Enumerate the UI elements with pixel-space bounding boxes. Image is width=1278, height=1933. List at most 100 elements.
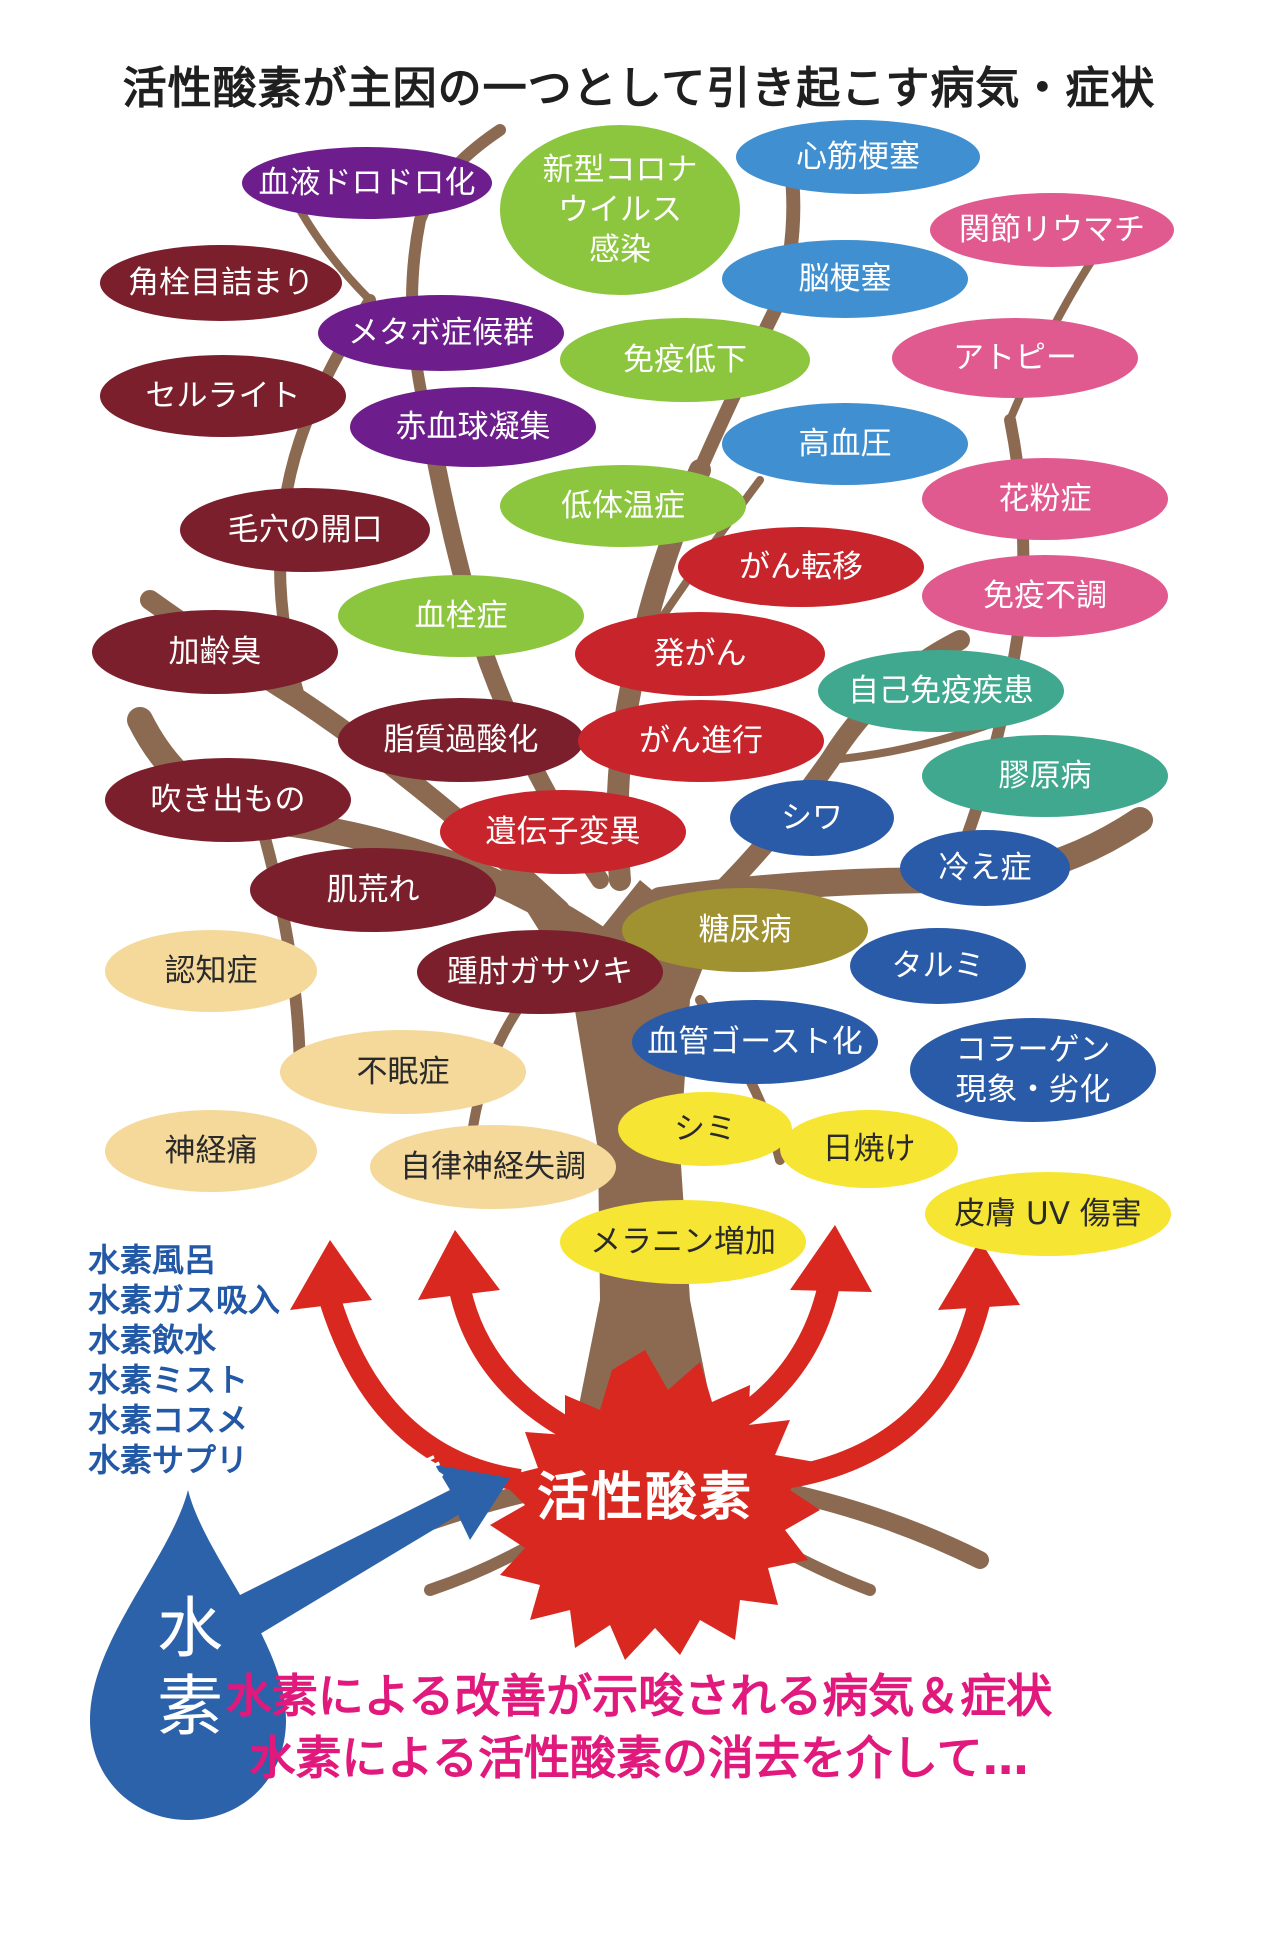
method-item: 水素飲水 [88,1321,217,1359]
disease-bubble: 自己免疫疾患 [818,650,1064,732]
disease-bubble-label: 脳梗塞 [798,260,892,297]
disease-bubble-label: 発がん [653,635,747,672]
disease-bubble-label: 赤血球凝集 [395,408,551,445]
disease-bubble-label: 血管ゴースト化 [647,1023,863,1060]
disease-bubble-label: 不眠症 [356,1053,450,1090]
disease-bubble: 神経痛 [105,1110,317,1192]
disease-bubble-label: コラーゲン 現象・劣化 [955,1031,1111,1108]
method-item: 水素ガス吸入 [88,1281,281,1319]
disease-bubble: アトピー [892,318,1138,398]
disease-bubble: 心筋梗塞 [736,120,980,194]
disease-bubble: メタボ症候群 [318,295,564,371]
disease-bubble-label: 糖尿病 [698,911,792,948]
disease-bubble-label: 肌荒れ [326,871,420,908]
disease-bubble-label: 神経痛 [164,1132,258,1169]
disease-bubble: 脂質過酸化 [338,698,584,782]
disease-bubble-label: 角栓目詰まり [128,264,314,301]
disease-bubble-label: タルミ [891,947,985,984]
elimination-arrow [230,1465,510,1640]
disease-bubble: 低体温症 [500,465,746,547]
disease-bubble: 赤血球凝集 [350,387,596,467]
disease-bubble: 脳梗塞 [722,240,968,318]
hydrogen-drop [90,1490,286,1820]
disease-bubble: 吹き出もの [105,758,351,842]
arrow-2 [418,1230,576,1440]
disease-bubble-label: 毛穴の開口 [227,511,383,548]
disease-bubble-label: 血液ドロドロ化 [258,164,476,201]
disease-bubble-label: 脂質過酸化 [383,721,539,758]
disease-bubble-label: 新型コロナ ウイルス 感染 [542,151,698,269]
disease-bubble-label: 踵肘ガサツキ [447,953,633,990]
method-item: 水素風呂 [88,1241,217,1279]
disease-bubble-label: 花粉症 [998,480,1092,517]
disease-bubble-label: 遺伝子変異 [485,813,641,850]
disease-bubble: 花粉症 [922,458,1168,540]
disease-bubble: 発がん [575,612,825,696]
disease-bubble: 皮膚 UV 傷害 [925,1172,1171,1256]
disease-bubble: 高血圧 [722,403,968,485]
disease-bubble: 新型コロナ ウイルス 感染 [500,125,740,295]
disease-bubble: 自律神経失調 [370,1125,616,1209]
arrow-1 [290,1240,522,1491]
disease-bubble: 血液ドロドロ化 [242,147,492,219]
disease-bubble: シワ [730,780,894,856]
disease-bubble-label: 冷え症 [938,849,1032,886]
hydrogen-methods-list: 水素風呂 水素ガス吸入 水素飲水 水素ミスト 水素コスメ 水素サプリ [88,1240,280,1480]
disease-bubble-label: 免疫不調 [983,577,1107,614]
hydrogen-drop-label: 水 素 [140,1590,240,1746]
drop-char-1: 水 [157,1590,223,1667]
disease-bubble: 遺伝子変異 [440,790,686,874]
disease-bubble: メラニン増加 [560,1200,806,1284]
disease-bubble: 冷え症 [900,830,1070,906]
disease-bubble-label: 認知症 [164,952,258,989]
disease-bubble-label: 自律神経失調 [400,1148,586,1185]
disease-bubble: 踵肘ガサツキ [417,930,663,1014]
drop-char-2: 素 [157,1668,223,1745]
disease-bubble: 免疫不調 [922,555,1168,637]
bottom-message-line-1: 水素による改善が示唆される病気＆症状 [225,1669,1053,1723]
disease-bubble: 肌荒れ [250,848,496,932]
active-oxygen-label: 活性酸素 [536,1468,753,1528]
arrow-4 [768,1240,1020,1491]
disease-bubble-label: メタボ症候群 [348,314,534,351]
disease-bubble: がん転移 [678,527,924,607]
disease-bubble: 日焼け [780,1110,958,1188]
disease-bubble: 角栓目詰まり [100,245,342,321]
disease-bubble-label: メラニン増加 [590,1223,776,1260]
disease-bubble: 免疫低下 [560,318,810,402]
disease-bubble: 関節リウマチ [930,193,1174,267]
method-item: 水素サプリ [88,1441,249,1479]
disease-bubble: 毛穴の開口 [180,488,430,572]
active-oxygen-burst [490,1350,820,1660]
disease-bubble-label: 血栓症 [414,597,508,634]
disease-bubble-label: シミ [674,1110,736,1147]
disease-bubble-label: シワ [781,799,843,836]
disease-bubble: 膠原病 [922,735,1168,817]
disease-bubble: タルミ [850,928,1026,1004]
method-item: 水素ミスト [88,1361,249,1399]
disease-bubble-label: 自己免疫疾患 [848,672,1034,709]
disease-bubble-label: 皮膚 UV 傷害 [954,1195,1142,1232]
disease-bubble-label: 関節リウマチ [959,211,1145,248]
disease-bubble: 認知症 [105,930,317,1012]
disease-bubble-label: 日焼け [822,1130,916,1167]
disease-bubble: 血栓症 [338,575,584,657]
disease-bubble: シミ [618,1092,792,1166]
disease-bubble-label: 加齢臭 [168,633,262,670]
disease-bubble-label: がん転移 [739,548,863,585]
disease-bubble-label: セルライト [145,377,301,414]
bottom-message-line-2: 水素による活性酸素の消去を介して… [249,1731,1029,1785]
disease-bubble-label: 免疫低下 [623,341,747,378]
disease-bubble: 糖尿病 [622,888,868,972]
method-item: 水素コスメ [88,1401,249,1439]
disease-bubble-label: 膠原病 [998,757,1092,794]
disease-bubble-label: 心筋梗塞 [796,138,920,175]
disease-bubble: 加齢臭 [92,610,338,694]
disease-bubble: がん進行 [578,700,824,782]
disease-bubble-label: 高血圧 [798,425,892,462]
disease-bubble: コラーゲン 現象・劣化 [910,1018,1156,1122]
disease-bubble: 不眠症 [280,1030,526,1114]
disease-bubble-label: がん進行 [639,722,763,759]
disease-bubble-label: 吹き出もの [150,781,306,818]
disease-bubble: セルライト [100,355,346,437]
